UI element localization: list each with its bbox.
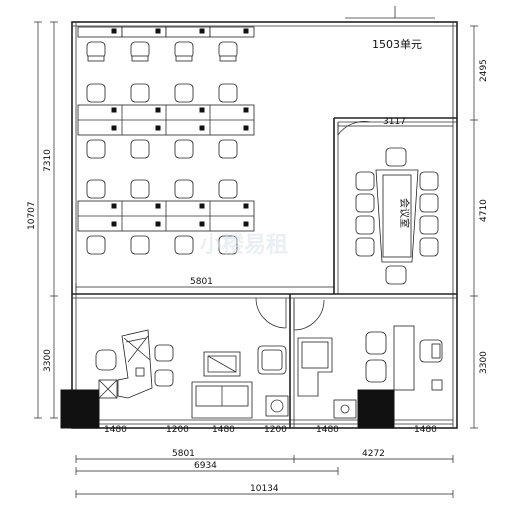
chair xyxy=(385,147,407,167)
dim-left-total: 10707 xyxy=(27,201,37,230)
chair xyxy=(385,265,407,285)
manager-office xyxy=(95,329,174,399)
chair xyxy=(419,171,439,191)
bottom-dimensions: 5801 4272 6934 10134 xyxy=(75,449,454,498)
chair xyxy=(355,237,375,257)
chair xyxy=(218,235,238,255)
dim-bottom-2: 4272 xyxy=(362,449,385,459)
l-desk xyxy=(117,329,153,399)
window-label: 1480 xyxy=(104,425,127,435)
outer-wall xyxy=(71,21,458,429)
chair xyxy=(130,235,150,255)
chair xyxy=(218,179,238,199)
dim-right-lower: 3300 xyxy=(479,351,489,374)
chair xyxy=(355,171,375,191)
chair xyxy=(419,193,439,213)
corridor-dimension: 5801 xyxy=(75,277,335,291)
meeting-door xyxy=(337,121,371,136)
chair xyxy=(355,215,375,235)
chair xyxy=(419,237,439,257)
lounge xyxy=(191,345,289,419)
chair xyxy=(154,369,174,387)
chair xyxy=(130,83,150,103)
dim-corridor: 5801 xyxy=(190,277,213,287)
column-right xyxy=(357,389,395,429)
chair xyxy=(174,41,194,62)
chair xyxy=(355,193,375,213)
chair xyxy=(95,349,117,371)
dim-right-mid: 4710 xyxy=(479,199,489,222)
left-dimensions: 10707 7310 3300 xyxy=(27,21,58,419)
workstation-cluster-2 xyxy=(77,179,255,255)
chair xyxy=(419,215,439,235)
chair xyxy=(154,344,174,362)
dim-bottom-4: 10134 xyxy=(250,484,279,494)
unit-label: 1503单元 xyxy=(372,38,422,51)
meeting-room: 3117 会议室 xyxy=(338,117,453,285)
meeting-room-label: 会议室 xyxy=(398,198,411,228)
window-label: 1480 xyxy=(212,425,235,435)
window-dimensions: 1480 1200 1480 1200 1480 1480 xyxy=(104,425,437,435)
window-label: 1480 xyxy=(316,425,339,435)
dim-left-lower: 3300 xyxy=(43,349,53,372)
chair xyxy=(174,179,194,199)
chair xyxy=(365,331,387,355)
cabinet xyxy=(431,379,443,391)
chair xyxy=(365,359,387,383)
chair xyxy=(86,235,106,255)
chair xyxy=(86,179,106,199)
window-label: 1480 xyxy=(414,425,437,435)
window-band xyxy=(99,419,453,425)
dim-right-top: 2495 xyxy=(479,59,489,82)
desk xyxy=(393,325,415,391)
workstation-cluster-1 xyxy=(77,83,255,159)
chair xyxy=(218,41,238,62)
lower-door-2 xyxy=(293,299,325,331)
chair xyxy=(218,83,238,103)
lower-door-1 xyxy=(255,297,287,329)
dim-left-upper: 7310 xyxy=(43,149,53,172)
dim-bottom-1: 5801 xyxy=(172,449,195,459)
window-label: 1200 xyxy=(166,425,189,435)
chair xyxy=(130,139,150,159)
watermark: 小楼易租 xyxy=(200,233,288,258)
chair xyxy=(86,139,106,159)
side-table xyxy=(265,395,289,417)
chair xyxy=(218,139,238,159)
chair xyxy=(174,235,194,255)
chair xyxy=(174,139,194,159)
window-label: 1200 xyxy=(264,425,287,435)
chair xyxy=(86,83,106,103)
chair xyxy=(86,41,106,62)
right-dimensions: 2495 4710 3300 xyxy=(470,25,489,429)
chair xyxy=(130,41,150,62)
low-cabinet xyxy=(333,399,357,419)
chair xyxy=(130,179,150,199)
workstation-row-1 xyxy=(77,26,255,62)
chair xyxy=(174,83,194,103)
dim-meeting-width: 3117 xyxy=(383,117,406,127)
column-left xyxy=(60,389,100,429)
dim-bottom-3: 6934 xyxy=(194,461,217,471)
lower-right-office xyxy=(297,325,443,419)
